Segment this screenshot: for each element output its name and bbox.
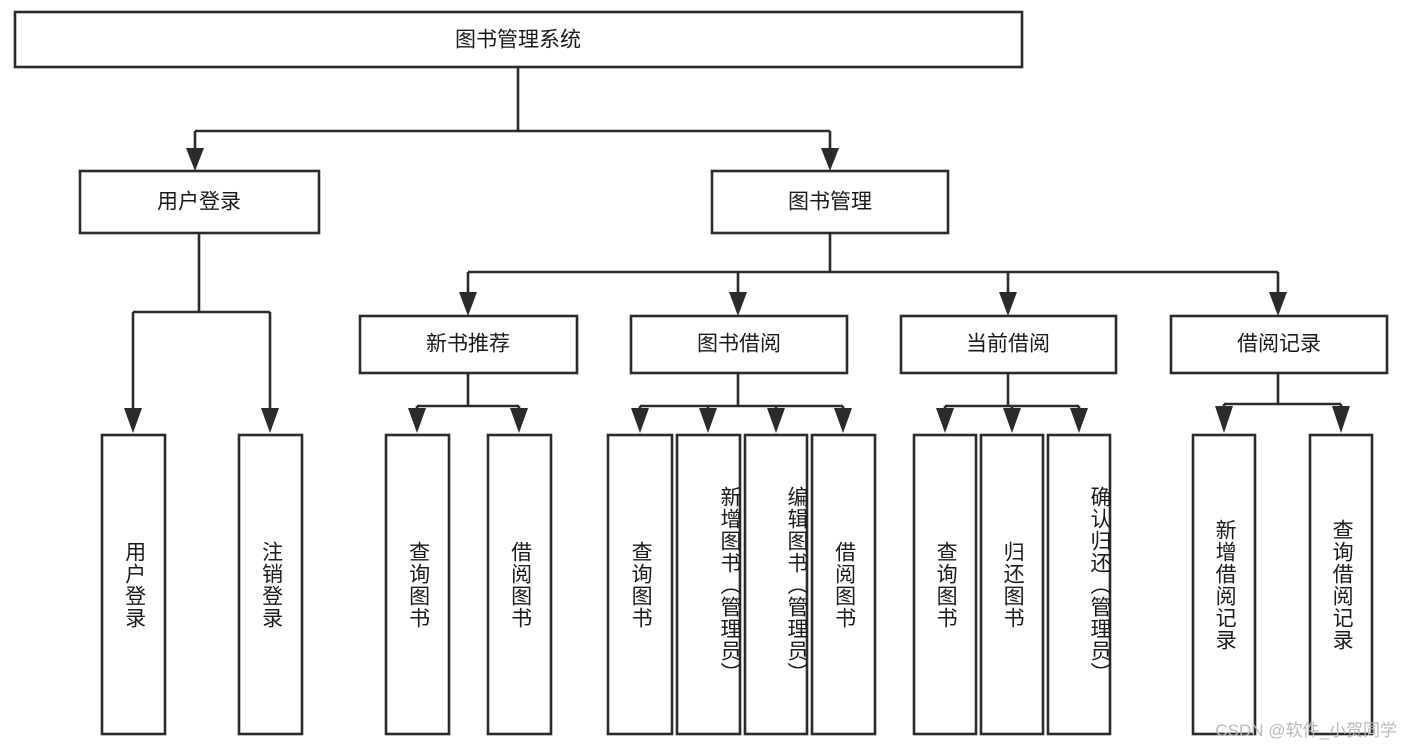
arrowhead-leaf-borrow-book-1 <box>510 408 528 433</box>
node-book-borrow[interactable] <box>629 314 849 375</box>
arrowhead-leaf-add-book <box>699 408 717 433</box>
node-new-book-recommend-label: 新书推荐 <box>426 333 510 356</box>
connector-layer <box>124 68 1350 433</box>
node-leaf-user-login[interactable] <box>100 433 167 736</box>
node-book-management-label: 图书管理 <box>788 191 872 214</box>
arrowhead-record <box>1269 292 1287 316</box>
arrowhead-leaf-borrow-book-2 <box>834 408 852 433</box>
arrowhead-leaf-add-record <box>1215 406 1233 433</box>
arrowhead-leaf-confirm-return <box>1070 408 1088 433</box>
node-leaf-confirm-return-admin[interactable] <box>1046 433 1112 736</box>
arrowhead-new-book <box>459 292 477 316</box>
node-leaf-edit-book-admin[interactable] <box>743 433 809 736</box>
node-root-label: 图书管理系统 <box>455 29 581 52</box>
arrowhead-leaf-query-book-2 <box>631 408 649 433</box>
node-new-book-recommend[interactable] <box>358 314 579 375</box>
arrowhead-leaf-user-login <box>124 408 142 433</box>
node-leaf-query-book-current[interactable] <box>912 433 978 736</box>
node-leaf-query-borrow-record[interactable] <box>1308 433 1374 736</box>
node-user-login-label: 用户登录 <box>157 191 241 214</box>
node-leaf-borrow-book-borrow[interactable] <box>810 433 877 736</box>
arrowhead-current <box>999 292 1017 316</box>
node-user-login[interactable] <box>78 169 321 235</box>
node-current-borrow-label: 当前借阅 <box>966 333 1050 356</box>
node-leaf-return-book[interactable] <box>979 433 1045 736</box>
arrowhead-book-mgmt <box>821 148 839 171</box>
node-leaf-borrow-book-recommend[interactable] <box>486 433 553 736</box>
node-layer: 图书管理系统 用户登录 图书管理 新书推荐 图书借阅 当前借阅 借阅记录 <box>13 10 1389 736</box>
node-book-borrow-label: 图书借阅 <box>697 333 781 356</box>
node-current-borrow[interactable] <box>899 314 1118 375</box>
arrowhead-leaf-query-book-3 <box>936 408 954 433</box>
node-leaf-query-book-borrow[interactable] <box>606 433 674 736</box>
arrowhead-leaf-return-book <box>1003 408 1021 433</box>
node-borrow-record-label: 借阅记录 <box>1237 333 1321 356</box>
node-leaf-logout[interactable] <box>237 433 304 736</box>
arrowhead-leaf-query-book-1 <box>408 408 426 433</box>
node-leaf-add-book-admin[interactable] <box>675 433 742 736</box>
node-leaf-add-borrow-record[interactable] <box>1191 433 1257 736</box>
node-leaf-query-book-recommend[interactable] <box>384 433 451 736</box>
node-root-book-management-system[interactable] <box>13 10 1024 69</box>
node-borrow-record[interactable] <box>1169 314 1389 375</box>
csdn-watermark: CSDN @软件_小贺同学 <box>1215 721 1397 740</box>
arrowhead-leaf-logout <box>261 408 279 433</box>
arrowhead-user-login <box>186 148 204 171</box>
arrowhead-leaf-edit-book <box>767 408 785 433</box>
arrowhead-borrow <box>729 292 747 316</box>
node-book-management[interactable] <box>710 169 950 235</box>
arrowhead-leaf-query-record <box>1332 406 1350 433</box>
